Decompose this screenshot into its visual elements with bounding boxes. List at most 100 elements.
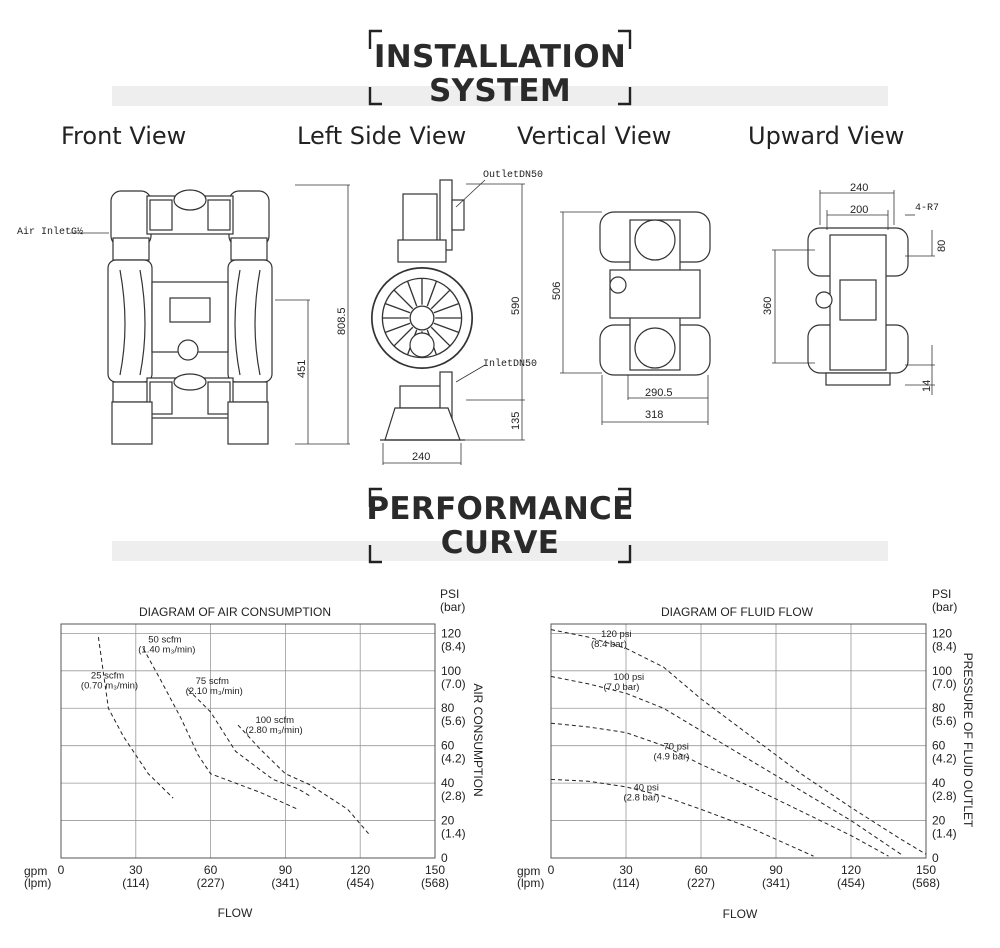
y-tick-label-alt: (4.2)	[932, 752, 957, 766]
x-tick-label-alt: (227)	[197, 876, 225, 890]
series-label-alt: (2.8 bar)	[624, 793, 660, 804]
dim-451: 451	[296, 360, 308, 378]
x-unit: gpm	[517, 864, 540, 878]
x-unit: gpm	[24, 864, 47, 878]
dim-240-side: 240	[412, 451, 430, 463]
series-line	[550, 629, 927, 855]
series-line	[237, 724, 371, 836]
y-tick-label: 120	[932, 626, 952, 640]
fluid-flow-chart: DIAGRAM OF FLUID FLOW PSI (bar) gpm (lpm…	[517, 587, 975, 921]
installation-heading-line1: INSTALLATION	[373, 39, 627, 75]
front-view-drawing	[70, 184, 350, 445]
y-unit-alt: (bar)	[440, 600, 465, 614]
x-tick-label: 150	[916, 863, 936, 877]
y-tick-label-alt: (7.0)	[932, 677, 957, 691]
x-tick-label: 120	[841, 863, 861, 877]
series-label-alt: (0.70 m₃/min)	[81, 680, 138, 691]
left-side-view-drawing	[370, 179, 525, 465]
plot-frame	[60, 623, 436, 859]
x-tick-label: 30	[619, 863, 633, 877]
series-label: 75 scfm	[196, 676, 229, 687]
series-line	[550, 675, 902, 855]
installation-header-band	[112, 86, 888, 106]
y-tick-label-alt: (8.4)	[932, 639, 957, 653]
y-tick-label-alt: (2.8)	[932, 789, 957, 803]
y-tick-label: 20	[441, 814, 455, 828]
x-tick-label-alt: (114)	[612, 876, 639, 890]
y-tick-label: 40	[932, 776, 946, 790]
air-consumption-chart: DIAGRAM OF AIR CONSUMPTION PSI (bar) gpm…	[24, 587, 485, 920]
series-label: 120 psi	[601, 629, 632, 640]
y-tick-label: 80	[932, 701, 946, 715]
x-tick-label: 0	[58, 863, 65, 877]
technical-drawings: Air InletG½ 808.5 451 OutletDN50 InletDN…	[17, 169, 948, 465]
chart-title: DIAGRAM OF AIR CONSUMPTION	[139, 605, 331, 619]
dim-80-up: 80	[936, 240, 948, 252]
x-unit-alt: (lpm)	[517, 876, 544, 890]
dim-590: 590	[510, 297, 522, 315]
x-tick-label-alt: (568)	[912, 876, 940, 890]
y-tick-label: 0	[441, 851, 448, 865]
performance-heading-line2: CURVE	[440, 525, 560, 561]
upward-view-drawing	[772, 190, 935, 395]
upward-view-title: Upward View	[748, 122, 905, 150]
y-unit-alt: (bar)	[932, 600, 957, 614]
plot-frame	[550, 623, 927, 859]
performance-heading: PERFORMANCE CURVE	[300, 492, 700, 560]
y-tick-label: 60	[932, 739, 946, 753]
x-tick-label: 90	[279, 863, 293, 877]
y-tick-label: 100	[441, 664, 461, 678]
series-line	[142, 648, 299, 810]
series-label: 100 scfm	[255, 715, 294, 726]
series-label: 50 scfm	[148, 635, 181, 646]
dim-200-up: 200	[850, 204, 868, 216]
chart-title: DIAGRAM OF FLUID FLOW	[661, 605, 814, 619]
installation-heading: INSTALLATION SYSTEM	[300, 40, 700, 108]
installation-header-brackets	[368, 29, 632, 106]
left-side-view-title: Left Side View	[297, 122, 467, 150]
series-label: 100 psi	[614, 672, 645, 683]
right-axis-title: PRESSURE OF FLUID OUTLET	[961, 653, 975, 828]
x-tick-label-alt: (227)	[687, 876, 715, 890]
y-tick-label-alt: (1.4)	[441, 827, 466, 841]
dim-318: 318	[645, 409, 663, 421]
dim-240-up: 240	[850, 182, 868, 194]
series-label-alt: (2.10 m₃/min)	[186, 686, 243, 697]
x-axis-label: FLOW	[218, 906, 253, 920]
series-label: 25 scfm	[91, 670, 124, 681]
y-tick-label: 120	[441, 626, 461, 640]
dim-4-r7: 4-R7	[915, 203, 939, 214]
y-tick-label-alt: (2.8)	[441, 789, 466, 803]
dim-135: 135	[510, 412, 522, 430]
series-line	[187, 689, 311, 797]
series-label: 40 psi	[634, 783, 659, 794]
x-tick-label-alt: (454)	[837, 876, 865, 890]
vertical-view-title: Vertical View	[517, 122, 672, 150]
y-tick-label: 80	[441, 701, 455, 715]
front-view-title: Front View	[61, 122, 187, 150]
y-tick-label-alt: (5.6)	[441, 714, 466, 728]
x-tick-label: 150	[425, 863, 445, 877]
series-label-alt: (8.4 bar)	[591, 639, 627, 650]
x-tick-label-alt: (341)	[762, 876, 790, 890]
dim-360-up: 360	[762, 297, 774, 315]
y-tick-label: 40	[441, 776, 455, 790]
series-label-alt: (2.80 m₃/min)	[245, 725, 302, 736]
x-tick-label: 120	[350, 863, 370, 877]
y-unit: PSI	[932, 587, 951, 601]
inlet-label: InletDN50	[483, 358, 537, 370]
x-axis-label: FLOW	[723, 907, 758, 921]
dim-808-5: 808.5	[336, 307, 348, 335]
outlet-label: OutletDN50	[483, 169, 543, 181]
dim-14-up: 14	[921, 380, 933, 392]
x-tick-label: 60	[204, 863, 218, 877]
x-tick-label: 0	[548, 863, 555, 877]
series-line	[550, 778, 814, 857]
y-tick-label: 0	[932, 851, 939, 865]
y-tick-label: 60	[441, 739, 455, 753]
vertical-view-drawing	[560, 211, 711, 425]
x-unit-alt: (lpm)	[24, 876, 51, 890]
y-tick-label: 20	[932, 814, 946, 828]
